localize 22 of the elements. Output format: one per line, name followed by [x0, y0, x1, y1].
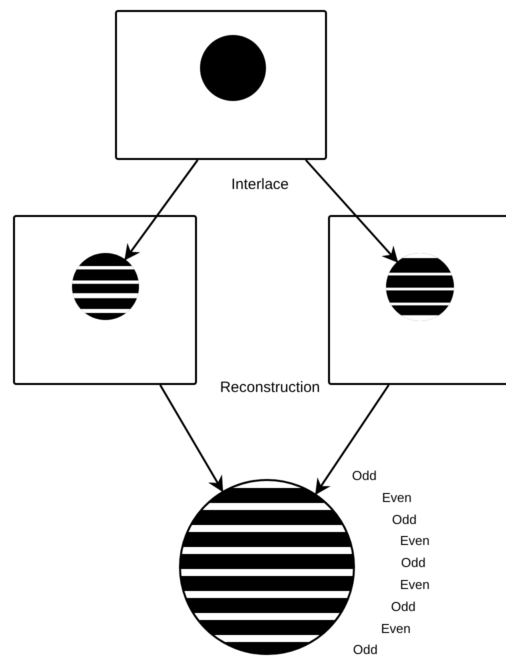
process-label: Reconstruction	[220, 380, 320, 395]
field-label: Odd	[391, 600, 416, 613]
field-label: Even	[400, 578, 430, 591]
field-label: Even	[381, 622, 411, 635]
striped-circle	[386, 253, 454, 321]
field-label: Odd	[352, 469, 377, 482]
frame-box	[115, 10, 327, 160]
frame-box	[328, 215, 506, 385]
field-label: Odd	[353, 643, 378, 656]
striped-circle	[72, 253, 139, 320]
field-label: Even	[382, 491, 412, 504]
arrow	[305, 159, 398, 263]
striped-circle	[179, 479, 355, 655]
arrow	[315, 384, 390, 495]
arrow	[159, 384, 224, 492]
arrow	[124, 159, 198, 260]
field-label: Odd	[392, 513, 417, 526]
solid-circle	[200, 35, 266, 101]
field-label: Even	[400, 534, 430, 547]
process-label: Interlace	[231, 177, 289, 192]
field-label: Odd	[401, 556, 426, 569]
frame-box	[13, 215, 197, 385]
